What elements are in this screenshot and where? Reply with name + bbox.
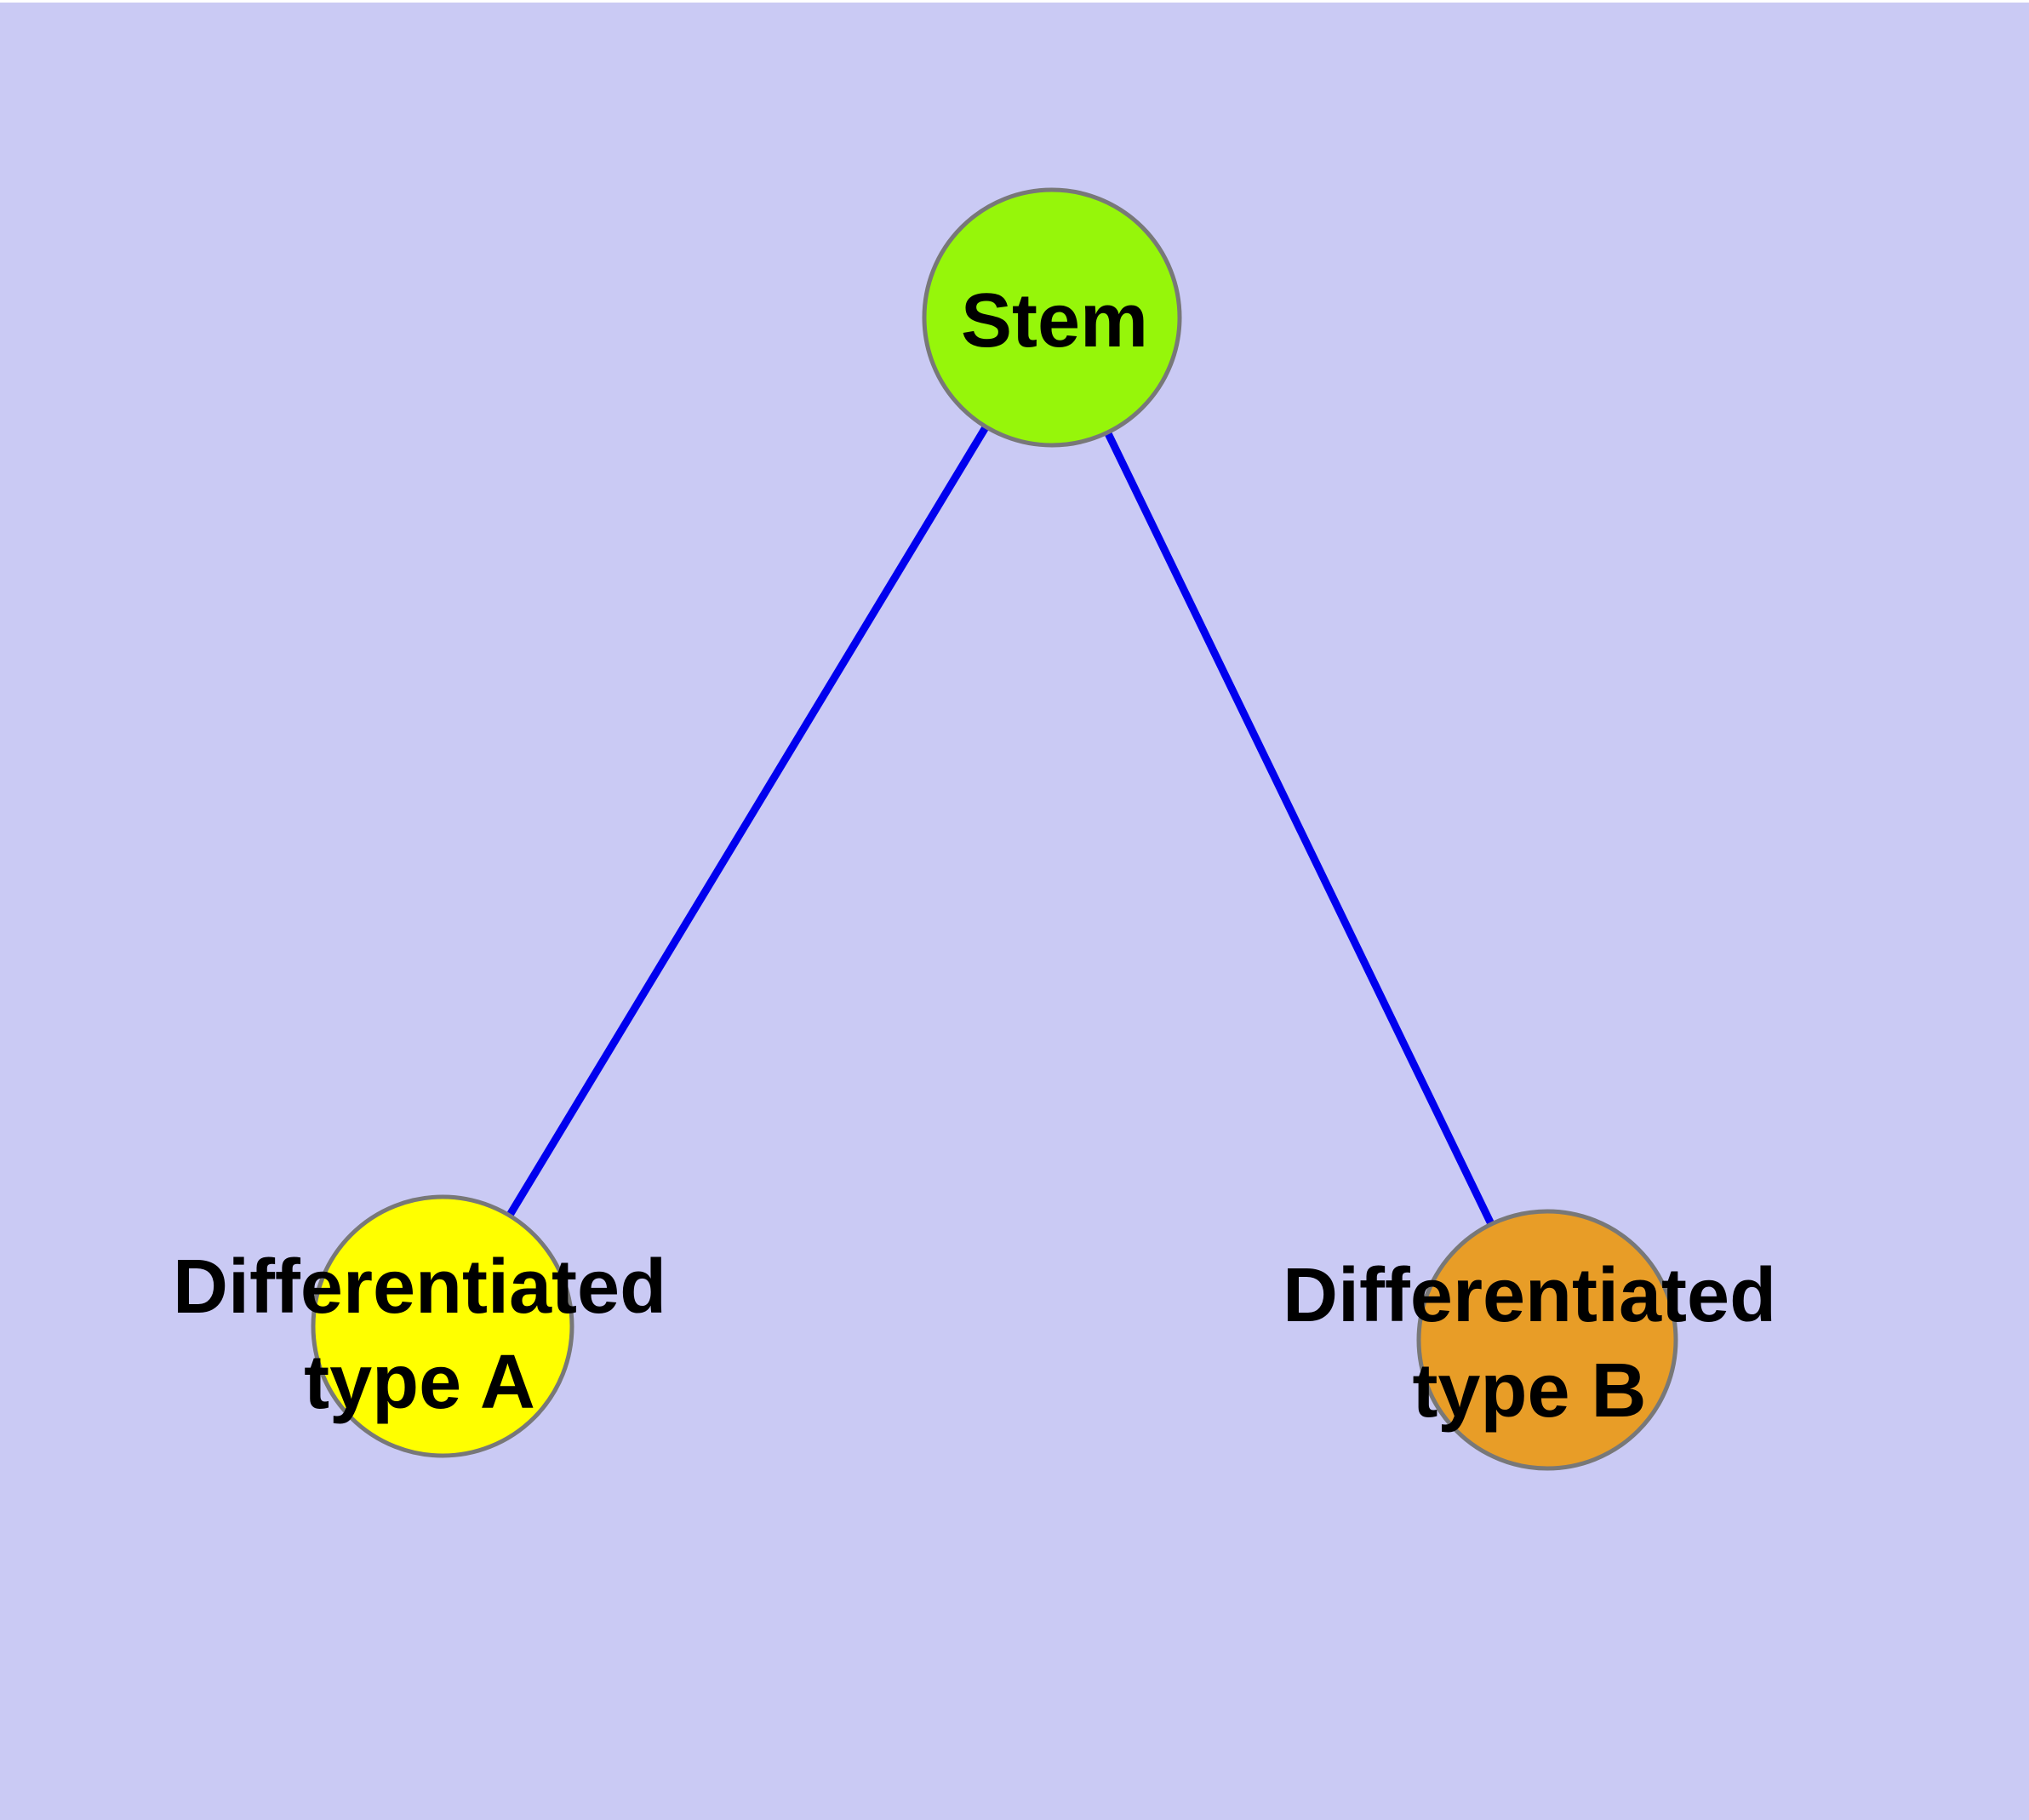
node-type-a-label: Differentiated type A — [173, 1239, 666, 1430]
edge-stem-to-type-b — [1048, 316, 1552, 1342]
node-type-a-circle — [311, 1194, 574, 1458]
node-type-a-label-line1: Differentiated — [172, 1245, 667, 1330]
node-type-b-circle — [1416, 1209, 1678, 1471]
node-stem-circle — [922, 187, 1182, 448]
top-edge-strip — [0, 0, 2029, 3]
node-type-b-label-line2: type B — [1412, 1348, 1647, 1434]
edge-stem-to-type-a — [439, 315, 1055, 1329]
node-type-b-label: Differentiated type B — [1283, 1248, 1776, 1439]
node-stem-label: Stem — [960, 278, 1149, 363]
node-type-a-label-line2: type A — [304, 1340, 535, 1425]
node-type-b-label-line1: Differentiated — [1282, 1253, 1777, 1338]
